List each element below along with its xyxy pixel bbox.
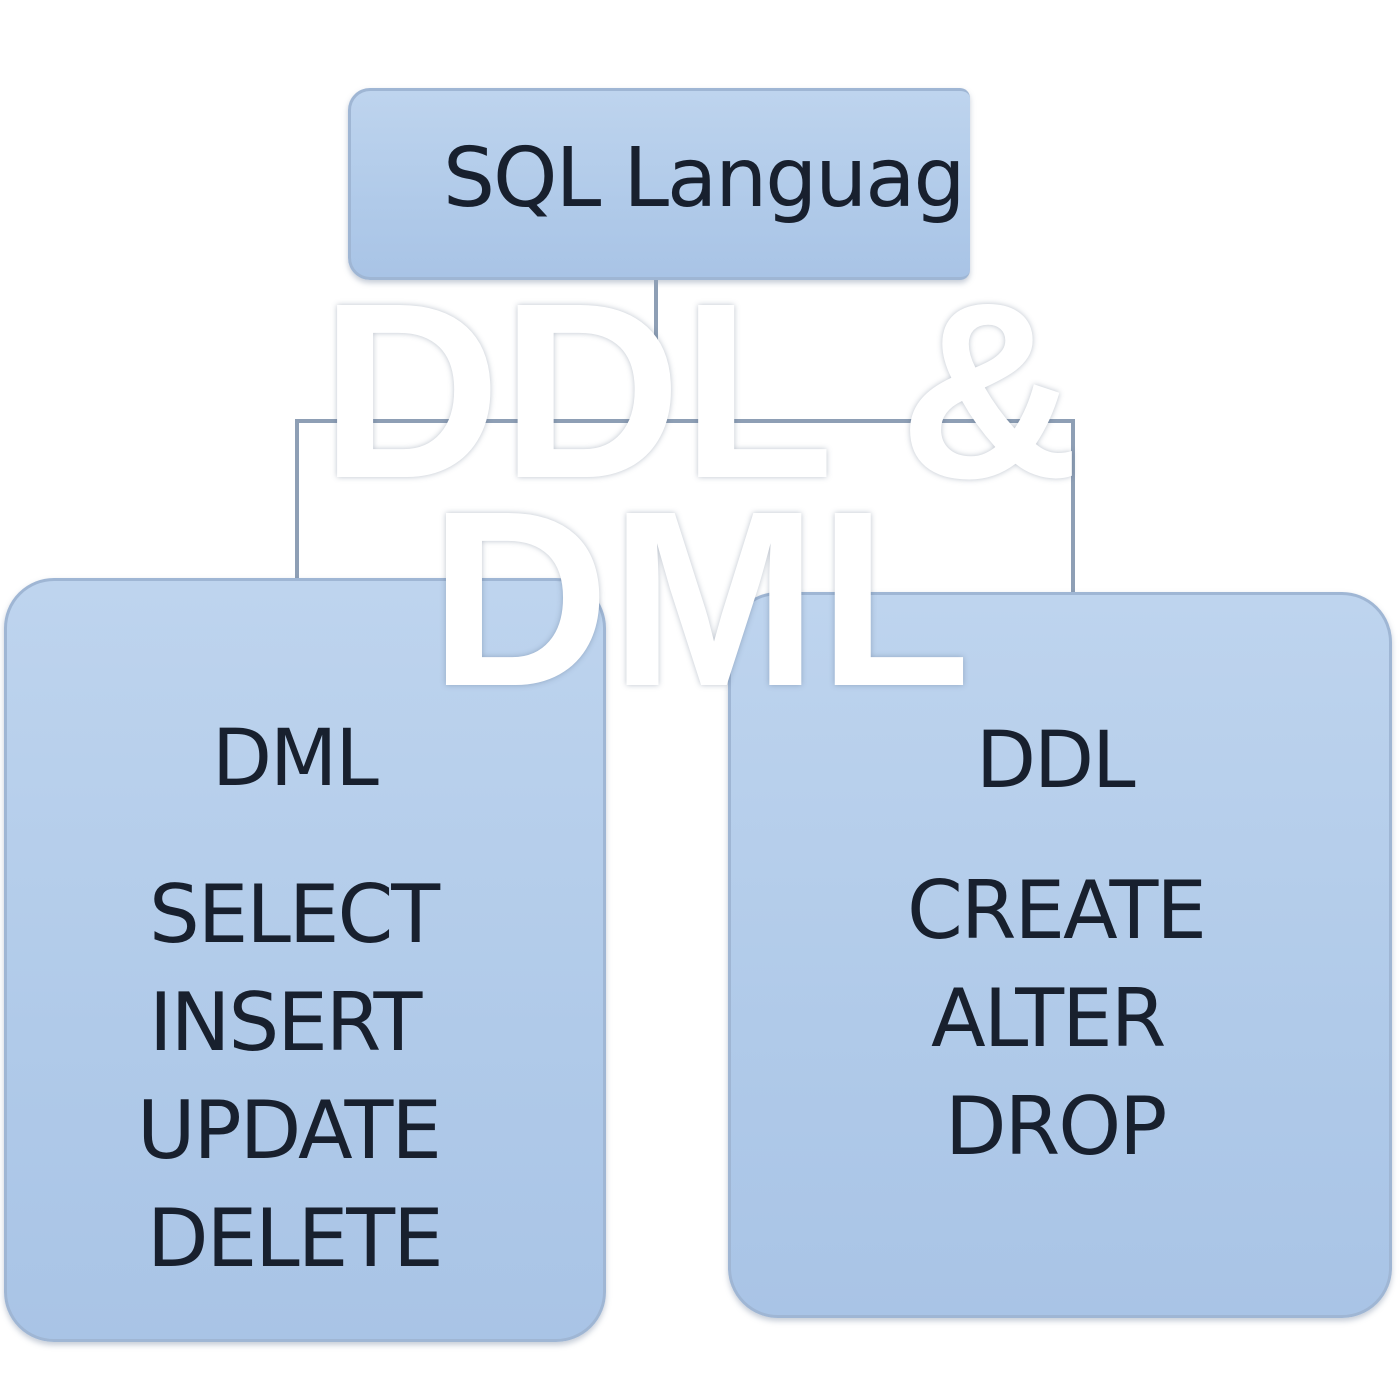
- connector-horizontal: [295, 419, 1075, 423]
- ddl-command: DROP: [945, 1080, 1167, 1173]
- connector-vertical-dml: [295, 419, 299, 581]
- dml-command: SELECT: [149, 868, 440, 961]
- dml-command: INSERT: [149, 976, 422, 1069]
- dml-command: DELETE: [147, 1192, 444, 1285]
- overlay-title-line2: DML: [429, 459, 971, 738]
- dml-title: DML: [212, 714, 379, 804]
- ddl-command: CREATE: [907, 864, 1207, 957]
- dml-command: UPDATE: [137, 1084, 442, 1177]
- root-label: SQL Languag: [443, 131, 966, 226]
- ddl-node: DDL CREATE ALTER DROP: [728, 592, 1392, 1318]
- connector-vertical-root: [654, 280, 658, 422]
- ddl-command: ALTER: [931, 972, 1166, 1065]
- connector-vertical-ddl: [1071, 419, 1075, 595]
- dml-node: DML SELECT INSERT UPDATE DELETE: [4, 578, 606, 1342]
- root-node: SQL Languag: [348, 88, 970, 280]
- overlay-title-line1: DDL &: [320, 251, 1080, 530]
- ddl-title: DDL: [976, 716, 1136, 806]
